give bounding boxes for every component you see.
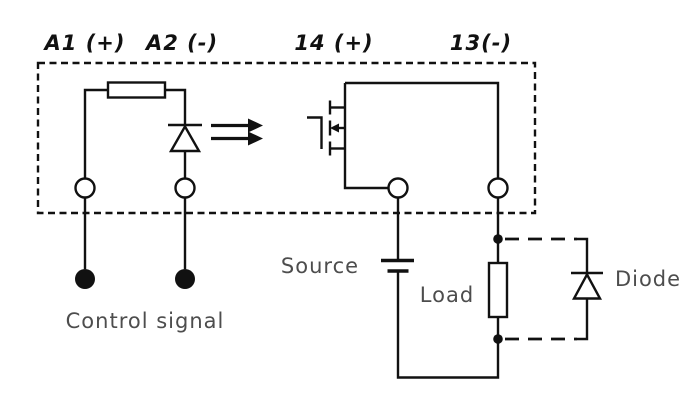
load-label: Load (420, 283, 474, 307)
resistor-to-led-wire (165, 88, 187, 124)
junction-dot-top (493, 234, 503, 244)
terminal-13 (487, 177, 509, 199)
pin-label-13: 13(-) (450, 31, 512, 55)
flyback-diode-triangle (571, 271, 603, 300)
terminal-a2 (174, 177, 196, 199)
a1-wire (83, 88, 110, 179)
relay-dashed-enclosure (36, 61, 537, 215)
load-resistor (487, 261, 509, 319)
light-arrow-top-head (248, 118, 263, 133)
source-label: Source (281, 254, 359, 278)
terminal-14 (387, 177, 409, 199)
pin-label-14: 14 (+) (294, 31, 373, 55)
input-resistor (106, 81, 167, 99)
pin-label-a2: A2 (-) (144, 31, 218, 55)
control-signal-label: Control signal (66, 309, 225, 333)
mosfet-gate-lead (307, 116, 323, 149)
diode-label: Diode (615, 267, 681, 291)
control-plug-a1 (75, 269, 95, 289)
pin-label-a1: A1 (+) (43, 31, 126, 55)
light-arrow-bottom-head (248, 131, 263, 146)
mosfet-trunk-and-source-lead (343, 83, 389, 190)
control-plug-a2 (175, 269, 195, 289)
drain-top-wire (345, 81, 500, 179)
junction-dot-bottom (493, 334, 503, 344)
mosfet-body-arrow (330, 123, 339, 133)
battery-return-wire (396, 271, 500, 379)
terminal-a1 (74, 177, 96, 199)
